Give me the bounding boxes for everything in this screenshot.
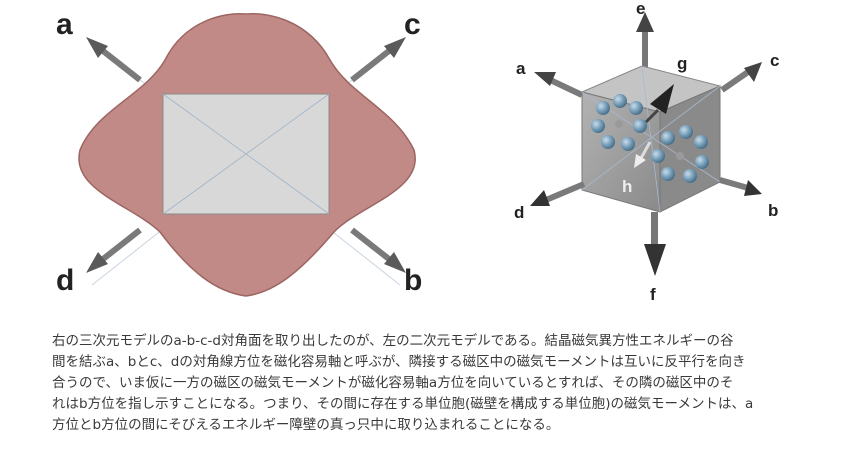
label-d: d: [56, 264, 74, 297]
label-b: b: [404, 264, 422, 297]
caption-line: 方位とb方位の間にそびえるエネルギー障壁の真っ只中に取り込まれることになる。: [52, 417, 560, 433]
arrow-a: [86, 37, 142, 83]
arrow-f: [644, 212, 666, 276]
arrow-g: [644, 84, 674, 124]
atom-cluster-left: [591, 94, 647, 151]
arrow-c: [720, 62, 762, 93]
label-b: b: [768, 201, 778, 220]
atom-cluster-right: [651, 125, 709, 183]
caption-text: 右の三次元モデルのa-b-c-d対角面を取り出したのが、左の二次元モデルである。…: [52, 331, 842, 436]
caption-line: 合うので、いま仮に一方の磁区の磁気モーメントが磁化容易軸a方位を向いているとすれ…: [52, 375, 734, 391]
label-g: g: [677, 54, 687, 73]
caption-line: 右の三次元モデルのa-b-c-d対角面を取り出したのが、左の二次元モデルである。…: [52, 333, 734, 349]
arrow-d: [530, 181, 586, 206]
arrow-a: [534, 72, 584, 98]
arrow-b: [719, 177, 762, 196]
arrow-h: [634, 141, 652, 168]
arrow-b: [350, 227, 406, 273]
label-c: c: [770, 51, 779, 70]
square-diagonal: [162, 93, 330, 215]
cube-front-face: [581, 91, 661, 213]
caption-line: 間を結ぶa、bとc、dの対角線方位を磁化容易軸と呼ぶが、隣接する磁区中の磁気モー…: [52, 354, 746, 370]
arrow-d: [86, 227, 142, 273]
arrow-c: [350, 37, 406, 83]
label-a: a: [516, 59, 526, 78]
cube-diagonal: [641, 65, 661, 213]
label-h: h: [622, 177, 632, 196]
caption-line: れはb方位を指し示すことになる。つまり、その間に存在する単位胞(磁壁を構成する単…: [52, 396, 754, 412]
label-a: a: [56, 8, 73, 41]
label-e: e: [636, 0, 645, 18]
arrow-e: [636, 12, 654, 68]
three-dimensional-model-diagram: e a g c h d b f: [514, 0, 779, 304]
label-f: f: [650, 285, 656, 304]
label-d: d: [514, 203, 524, 222]
two-dimensional-model-diagram: a c d b: [56, 8, 422, 297]
label-c: c: [404, 8, 421, 41]
